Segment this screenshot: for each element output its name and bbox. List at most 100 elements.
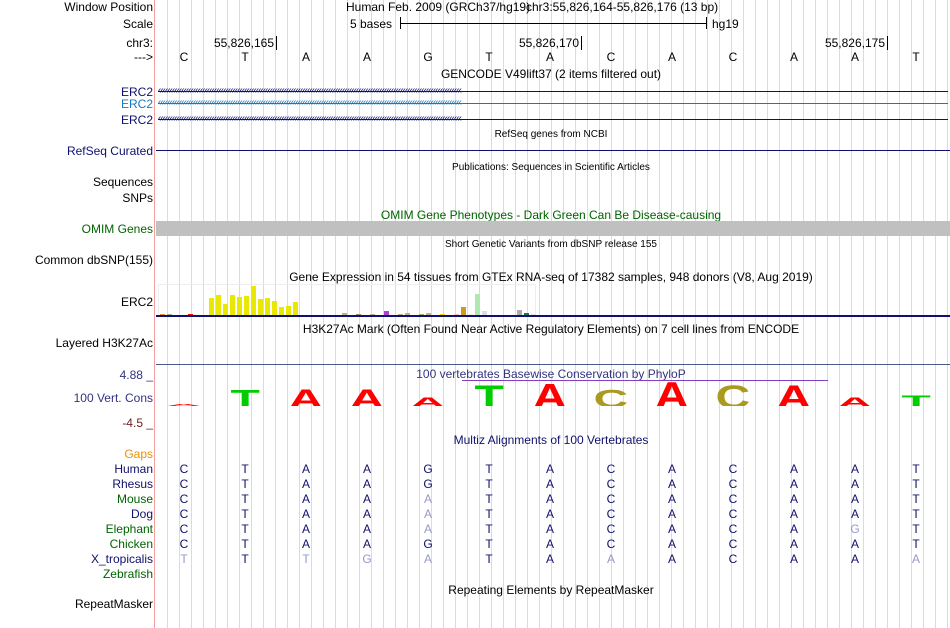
aligned-base: T bbox=[485, 537, 493, 551]
cons-logo-letter[interactable]: T bbox=[215, 388, 275, 406]
omim-label[interactable]: OMIM Genes bbox=[81, 222, 153, 236]
gtex-bar[interactable] bbox=[293, 302, 298, 316]
gencode-erc2-2-label[interactable]: ERC2 bbox=[120, 97, 153, 111]
cons-logo-letter[interactable]: A bbox=[825, 396, 885, 406]
gencode-erc2-3-track[interactable]: ‹‹‹‹‹‹‹‹‹‹‹‹‹‹‹‹‹‹‹‹‹‹‹‹‹‹‹‹‹‹‹‹‹‹‹‹‹‹‹‹… bbox=[158, 114, 948, 124]
base-letter: C bbox=[728, 50, 738, 64]
cons-logo-glyph: C bbox=[593, 388, 629, 406]
aligned-base: T bbox=[912, 492, 920, 506]
gtex-bar[interactable] bbox=[251, 286, 256, 316]
gtex-bar[interactable] bbox=[216, 295, 221, 316]
cons-logo-glyph: A bbox=[288, 386, 324, 406]
aligned-base: A bbox=[301, 462, 311, 476]
position-readout: chr3:55,826,164-55,826,176 (13 bp) bbox=[526, 0, 719, 14]
gtex-bar[interactable] bbox=[272, 301, 277, 316]
aligned-base: A bbox=[545, 477, 555, 491]
aligned-base: A bbox=[850, 507, 860, 521]
aligned-base: A bbox=[545, 537, 555, 551]
aligned-base: T bbox=[241, 492, 249, 506]
aligned-base: T bbox=[485, 507, 493, 521]
cons-logo-letter[interactable]: A bbox=[276, 386, 336, 406]
cons-logo-letter[interactable]: C bbox=[581, 388, 641, 406]
gtex-bar[interactable] bbox=[244, 296, 249, 316]
aligned-base: A bbox=[789, 492, 799, 506]
cons-logo-letter[interactable]: A bbox=[520, 380, 580, 406]
cons-logo-letter[interactable]: A bbox=[337, 386, 397, 406]
refseq-line[interactable] bbox=[156, 150, 950, 151]
cons-title: 100 vertebrates Basewise Conservation by… bbox=[416, 367, 686, 381]
cons-logo-letter[interactable]: A bbox=[398, 396, 458, 406]
dbsnp-label[interactable]: Common dbSNP(155) bbox=[34, 253, 153, 267]
aligned-base: C bbox=[606, 492, 616, 506]
species-label-chicken[interactable]: Chicken bbox=[109, 537, 153, 551]
gtex-gene-line[interactable] bbox=[156, 315, 950, 317]
species-label-mouse[interactable]: Mouse bbox=[116, 492, 153, 506]
gtex-bar[interactable] bbox=[279, 307, 284, 316]
gtex-bar[interactable] bbox=[286, 306, 291, 316]
cons-logo-letter[interactable]: C bbox=[703, 382, 763, 406]
base-letter: T bbox=[912, 50, 920, 64]
aligned-base: A bbox=[667, 507, 677, 521]
species-label-human[interactable]: Human bbox=[114, 462, 153, 476]
aligned-base: T bbox=[241, 552, 249, 566]
aligned-base: A bbox=[850, 537, 860, 551]
gtex-bar[interactable] bbox=[265, 298, 270, 316]
gencode-erc2-1-track[interactable]: ‹‹‹‹‹‹‹‹‹‹‹‹‹‹‹‹‹‹‹‹‹‹‹‹‹‹‹‹‹‹‹‹‹‹‹‹‹‹‹‹… bbox=[158, 86, 948, 96]
species-label-x_tropicalis[interactable]: X_tropicalis bbox=[90, 552, 153, 566]
h3k27ac-label[interactable]: Layered H3K27Ac bbox=[55, 336, 153, 350]
rmsk-label[interactable]: RepeatMasker bbox=[74, 597, 153, 611]
gtex-label[interactable]: ERC2 bbox=[120, 295, 153, 309]
base-letter: G bbox=[423, 50, 433, 64]
aligned-base: A bbox=[301, 477, 311, 491]
gtex-bar[interactable] bbox=[223, 304, 228, 316]
aligned-base: T bbox=[485, 462, 493, 476]
cons-logo-letter[interactable]: A bbox=[642, 378, 702, 406]
cons-logo-letter[interactable]: T bbox=[886, 394, 946, 406]
gtex-bar[interactable] bbox=[209, 298, 214, 316]
gtex-bar[interactable] bbox=[405, 313, 410, 316]
scale-bar bbox=[400, 23, 706, 24]
refseq-label[interactable]: RefSeq Curated bbox=[66, 144, 153, 158]
gaps-label[interactable]: Gaps bbox=[124, 447, 153, 461]
aligned-base: C bbox=[728, 552, 738, 566]
snps-label[interactable]: SNPs bbox=[122, 191, 153, 205]
cons-max-label: 4.88 _ bbox=[119, 368, 153, 382]
aligned-base: C bbox=[728, 522, 738, 536]
aligned-base: C bbox=[179, 462, 189, 476]
gencode-erc2-1-label[interactable]: ERC2 bbox=[120, 85, 153, 99]
gtex-bar[interactable] bbox=[482, 311, 487, 316]
aligned-base: C bbox=[728, 477, 738, 491]
species-label-rhesus[interactable]: Rhesus bbox=[112, 477, 153, 491]
gtex-bar[interactable] bbox=[230, 295, 235, 316]
gtex-bar[interactable] bbox=[461, 307, 466, 316]
gtex-bar[interactable] bbox=[384, 311, 389, 316]
gtex-bar[interactable] bbox=[237, 297, 242, 316]
gtex-bar[interactable] bbox=[342, 313, 347, 316]
base-letter: A bbox=[667, 50, 677, 64]
gtex-bar[interactable] bbox=[258, 299, 263, 316]
gtex-bar[interactable] bbox=[475, 294, 480, 316]
gtex-bar[interactable] bbox=[426, 313, 431, 316]
sequences-label[interactable]: Sequences bbox=[92, 175, 153, 189]
cons-logo-glyph: A bbox=[349, 386, 385, 406]
aligned-base: A bbox=[362, 492, 372, 506]
aligned-base: C bbox=[179, 477, 189, 491]
cons-logo-glyph: A bbox=[166, 404, 202, 406]
cons-label[interactable]: 100 Vert. Cons bbox=[73, 391, 153, 405]
cons-logo-letter[interactable]: A bbox=[154, 404, 214, 406]
species-label-zebrafish[interactable]: Zebrafish bbox=[102, 567, 153, 581]
species-label-elephant[interactable]: Elephant bbox=[105, 522, 153, 536]
gtex-title: Gene Expression in 54 tissues from GTEx … bbox=[289, 270, 813, 284]
aligned-base: G bbox=[423, 462, 433, 476]
aligned-base: C bbox=[179, 492, 189, 506]
gtex-bar[interactable] bbox=[524, 313, 529, 316]
gencode-erc2-2-track[interactable]: ‹‹‹‹‹‹‹‹‹‹‹‹‹‹‹‹‹‹‹‹‹‹‹‹‹‹‹‹‹‹‹‹‹‹‹‹‹‹‹‹… bbox=[158, 98, 948, 108]
gencode-erc2-3-label[interactable]: ERC2 bbox=[120, 113, 153, 127]
omim-bar[interactable] bbox=[156, 221, 950, 236]
gtex-bar[interactable] bbox=[517, 310, 522, 316]
cons-logo-letter[interactable]: A bbox=[764, 382, 824, 406]
gtex-chart[interactable] bbox=[158, 284, 536, 316]
aligned-base: A bbox=[667, 522, 677, 536]
cons-logo-letter[interactable]: T bbox=[459, 382, 519, 406]
species-label-dog[interactable]: Dog bbox=[130, 507, 153, 521]
